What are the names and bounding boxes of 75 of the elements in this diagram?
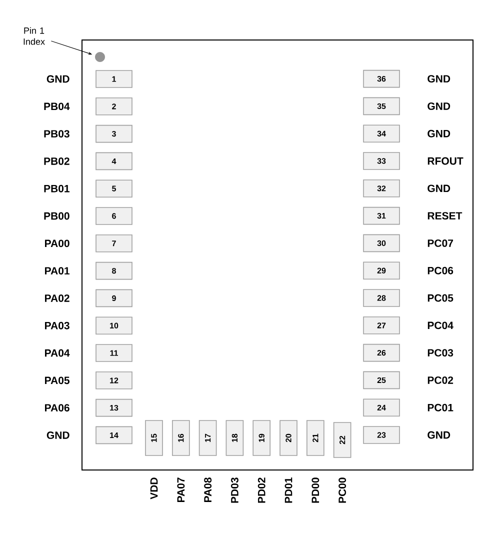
pin-pad: 2 bbox=[96, 98, 132, 116]
pin-pad: 33 bbox=[363, 152, 400, 170]
pin-pad: 27 bbox=[363, 316, 400, 334]
pin-name: PA02 bbox=[45, 294, 70, 302]
pin-pad: 11 bbox=[96, 344, 132, 362]
pin-name: PC03 bbox=[428, 349, 454, 357]
pin-name: PB00 bbox=[44, 212, 70, 220]
pin-pad: 12 bbox=[96, 372, 132, 390]
pin-name: PD02 bbox=[258, 478, 266, 503]
pin-pad: 3 bbox=[96, 124, 132, 143]
pin-pad: 30 bbox=[363, 234, 400, 252]
pin-pad: 25 bbox=[363, 371, 400, 390]
pin-name: GND bbox=[428, 75, 450, 83]
pin-pad: 29 bbox=[363, 262, 400, 280]
pin-name: PA08 bbox=[204, 478, 212, 502]
pin-pad: 8 bbox=[96, 262, 132, 280]
pin-pad: 13 bbox=[96, 398, 132, 417]
pin-name: GND bbox=[46, 432, 70, 439]
pin-name: PA06 bbox=[45, 404, 70, 412]
pin-name: PD03 bbox=[230, 478, 238, 503]
pin-pad: 19 bbox=[252, 420, 270, 456]
pin-name: PC04 bbox=[428, 322, 454, 330]
pin-pad: 28 bbox=[363, 289, 400, 307]
pin-pad: 31 bbox=[363, 206, 400, 225]
pin-name: GND bbox=[46, 75, 70, 83]
pin-name: RFOUT bbox=[428, 157, 464, 165]
pin-pad: 5 bbox=[96, 180, 132, 198]
pin-name: PC05 bbox=[428, 294, 454, 302]
pin-name: PA04 bbox=[45, 349, 70, 357]
pin-index-dot bbox=[95, 52, 105, 62]
pin-pad: 9 bbox=[96, 289, 132, 308]
pin-pad: 35 bbox=[363, 97, 400, 116]
pin-name: PA05 bbox=[45, 376, 70, 384]
pin-name: PB02 bbox=[44, 158, 70, 165]
pin-pad: 17 bbox=[198, 420, 217, 456]
pin-name: PC02 bbox=[428, 376, 454, 384]
pin-name: PC00 bbox=[338, 478, 346, 503]
callout-text: Pin 1 Index bbox=[24, 27, 45, 45]
pin-pad: 34 bbox=[363, 124, 400, 142]
pin-name: PC01 bbox=[428, 404, 454, 412]
pin-name: PA01 bbox=[45, 267, 70, 275]
pin-name: PC06 bbox=[428, 266, 454, 274]
pin-name: PA03 bbox=[45, 322, 70, 330]
pin-name: PA00 bbox=[45, 240, 70, 248]
pin-pad: 26 bbox=[363, 344, 400, 362]
pin-pad: 32 bbox=[363, 180, 400, 198]
pin-pad: 16 bbox=[172, 420, 190, 456]
pin-pad: 7 bbox=[96, 234, 132, 252]
pin-name: PD01 bbox=[284, 478, 292, 503]
pin-pad: 23 bbox=[363, 426, 400, 444]
pin-name: PD00 bbox=[312, 478, 320, 503]
pin-name: PC07 bbox=[428, 240, 453, 247]
pin-name: GND bbox=[428, 184, 450, 192]
pin-pad: 1 bbox=[96, 70, 132, 88]
pin-pad: 14 bbox=[96, 426, 132, 444]
pin-pad: 18 bbox=[226, 420, 244, 456]
pin-pad: 6 bbox=[96, 207, 132, 225]
pin-pad: 10 bbox=[96, 316, 132, 334]
pin-pad: 24 bbox=[363, 398, 400, 416]
pin-name: PB04 bbox=[44, 102, 70, 110]
pin-name: GND bbox=[428, 431, 450, 439]
pin-pad: 4 bbox=[96, 152, 132, 170]
pin-pad: 36 bbox=[363, 70, 400, 88]
pin-name: PB03 bbox=[44, 130, 70, 138]
pin-name: PA07 bbox=[177, 478, 185, 502]
pin-name: RESET bbox=[428, 212, 462, 220]
pin-pad: 21 bbox=[306, 420, 324, 456]
pin-pad: 20 bbox=[280, 420, 298, 456]
pin-pad: 22 bbox=[333, 422, 352, 458]
pin-name: PB01 bbox=[44, 184, 70, 192]
chip-outline bbox=[82, 40, 474, 470]
pin-name: VDD bbox=[150, 478, 158, 500]
pin-name: GND bbox=[428, 102, 450, 110]
pin-pad: 15 bbox=[145, 420, 163, 456]
pin-name: GND bbox=[428, 130, 450, 138]
